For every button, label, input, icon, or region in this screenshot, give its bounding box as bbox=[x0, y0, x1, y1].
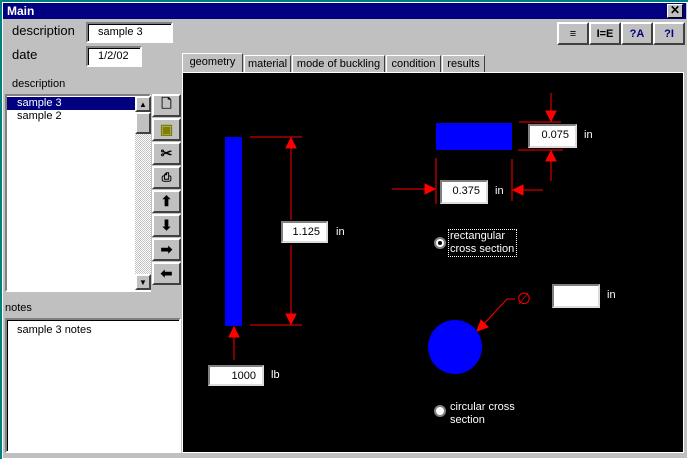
scroll-thumb[interactable] bbox=[135, 112, 151, 134]
tab-geometry[interactable]: geometry bbox=[182, 53, 243, 73]
new-button[interactable]: 🗋 bbox=[152, 94, 181, 117]
save-button[interactable]: ▣ bbox=[152, 118, 181, 141]
column-shape bbox=[225, 137, 242, 326]
width-input[interactable]: 0.375 bbox=[440, 180, 488, 204]
circular-radio[interactable] bbox=[434, 405, 446, 417]
rectangular-label[interactable]: rectangular cross section bbox=[448, 229, 517, 257]
width-unit: in bbox=[495, 185, 504, 197]
rectangle-section-shape bbox=[436, 123, 512, 150]
arrow-down-icon: ⬇ bbox=[160, 217, 173, 233]
length-unit: in bbox=[336, 226, 345, 238]
tab-mode-of-buckling[interactable]: mode of buckling bbox=[292, 55, 385, 73]
description-input[interactable]: sample 3 bbox=[86, 22, 173, 43]
help-i-button[interactable]: ?I bbox=[653, 22, 685, 45]
new-document-icon: 🗋 bbox=[161, 95, 172, 111]
previous-button[interactable]: ⬅ bbox=[152, 262, 181, 285]
date-label: date bbox=[12, 47, 38, 62]
diameter-input[interactable] bbox=[552, 284, 600, 308]
equation-button[interactable]: I=E bbox=[589, 22, 621, 45]
notes-textarea[interactable]: sample 3 notes bbox=[5, 318, 181, 453]
save-icon: ▣ bbox=[159, 121, 174, 137]
list-item[interactable]: sample 3 bbox=[7, 97, 135, 110]
arrow-left-icon: ⬅ bbox=[160, 265, 173, 281]
scrollbar[interactable]: ▲ ▼ bbox=[135, 96, 151, 290]
list-label: description bbox=[12, 78, 66, 90]
title-bar: Main bbox=[3, 3, 686, 19]
date-input[interactable]: 1/2/02 bbox=[86, 46, 142, 67]
tab-results[interactable]: results bbox=[442, 55, 485, 73]
next-button[interactable]: ➡ bbox=[152, 238, 181, 261]
arrow-right-icon: ➡ bbox=[160, 241, 173, 257]
print-button[interactable]: ⎙ bbox=[152, 166, 181, 189]
length-input[interactable]: 1.125 bbox=[281, 221, 328, 243]
diameter-icon: ∅ bbox=[517, 291, 531, 308]
scroll-up-button[interactable]: ▲ bbox=[135, 96, 151, 112]
thickness-input[interactable]: 0.075 bbox=[528, 124, 577, 148]
help-a-button[interactable]: ?A bbox=[621, 22, 653, 45]
notes-label: notes bbox=[5, 302, 32, 314]
close-button[interactable]: ✕ bbox=[667, 4, 683, 18]
load-input[interactable]: 1000 bbox=[208, 365, 264, 386]
move-up-button[interactable]: ⬆ bbox=[152, 190, 181, 213]
align-button[interactable]: ≡ bbox=[557, 22, 589, 45]
thickness-unit: in bbox=[584, 129, 593, 141]
delete-button[interactable]: ✂ bbox=[152, 142, 181, 165]
description-label: description bbox=[12, 23, 75, 38]
radio-dot bbox=[438, 241, 442, 245]
scroll-down-button[interactable]: ▼ bbox=[135, 274, 151, 290]
sample-list[interactable]: sample 3 sample 2 ▲ ▼ bbox=[5, 94, 151, 292]
arrow-up-icon: ⬆ bbox=[160, 193, 173, 209]
tab-condition[interactable]: condition bbox=[386, 55, 441, 73]
tab-material[interactable]: material bbox=[244, 55, 291, 73]
rectangular-radio[interactable] bbox=[434, 237, 446, 249]
circular-label[interactable]: circular cross section bbox=[450, 401, 515, 426]
cut-icon: ✂ bbox=[160, 145, 173, 161]
geometry-panel bbox=[182, 72, 684, 453]
circle-section-shape bbox=[428, 320, 482, 374]
printer-icon: ⎙ bbox=[161, 170, 172, 184]
diameter-unit: in bbox=[607, 289, 616, 301]
move-down-button[interactable]: ⬇ bbox=[152, 214, 181, 237]
load-unit: lb bbox=[271, 369, 280, 381]
list-item[interactable]: sample 2 bbox=[17, 110, 62, 122]
